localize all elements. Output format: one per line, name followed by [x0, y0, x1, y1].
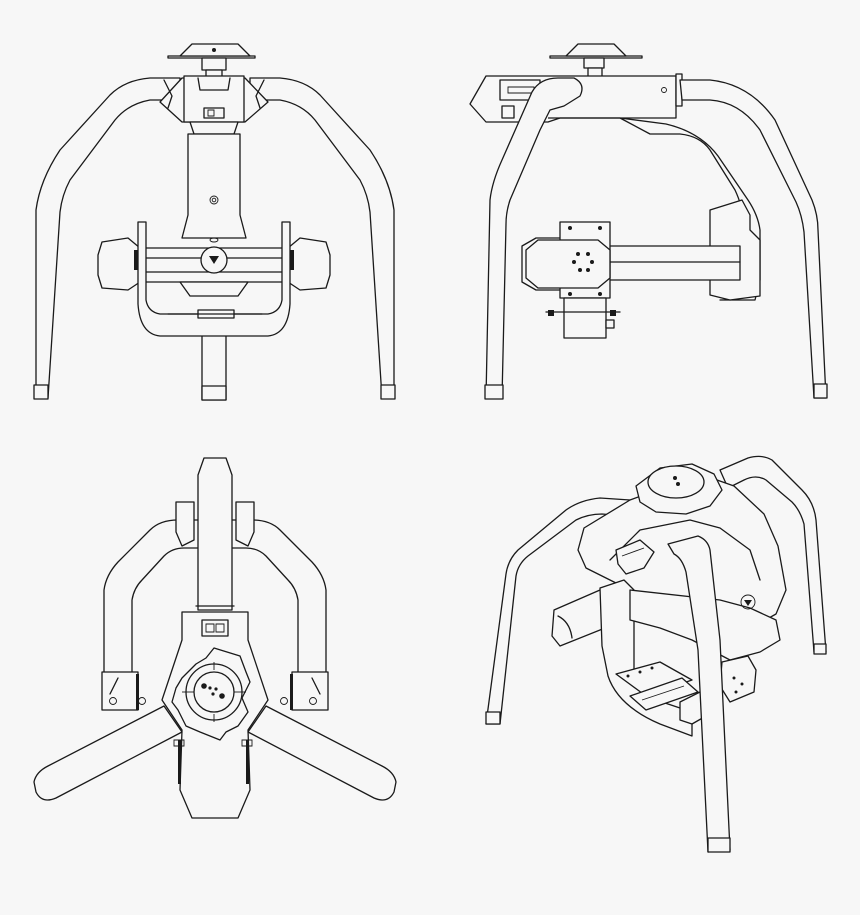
top-view-drawing [0, 440, 430, 880]
isometric-view-drawing [430, 440, 860, 880]
top-view [0, 440, 430, 880]
isometric-view [430, 440, 860, 880]
front-view [0, 0, 430, 420]
front-view-drawing [0, 0, 430, 420]
side-view-drawing [430, 0, 860, 420]
side-view [430, 0, 860, 420]
